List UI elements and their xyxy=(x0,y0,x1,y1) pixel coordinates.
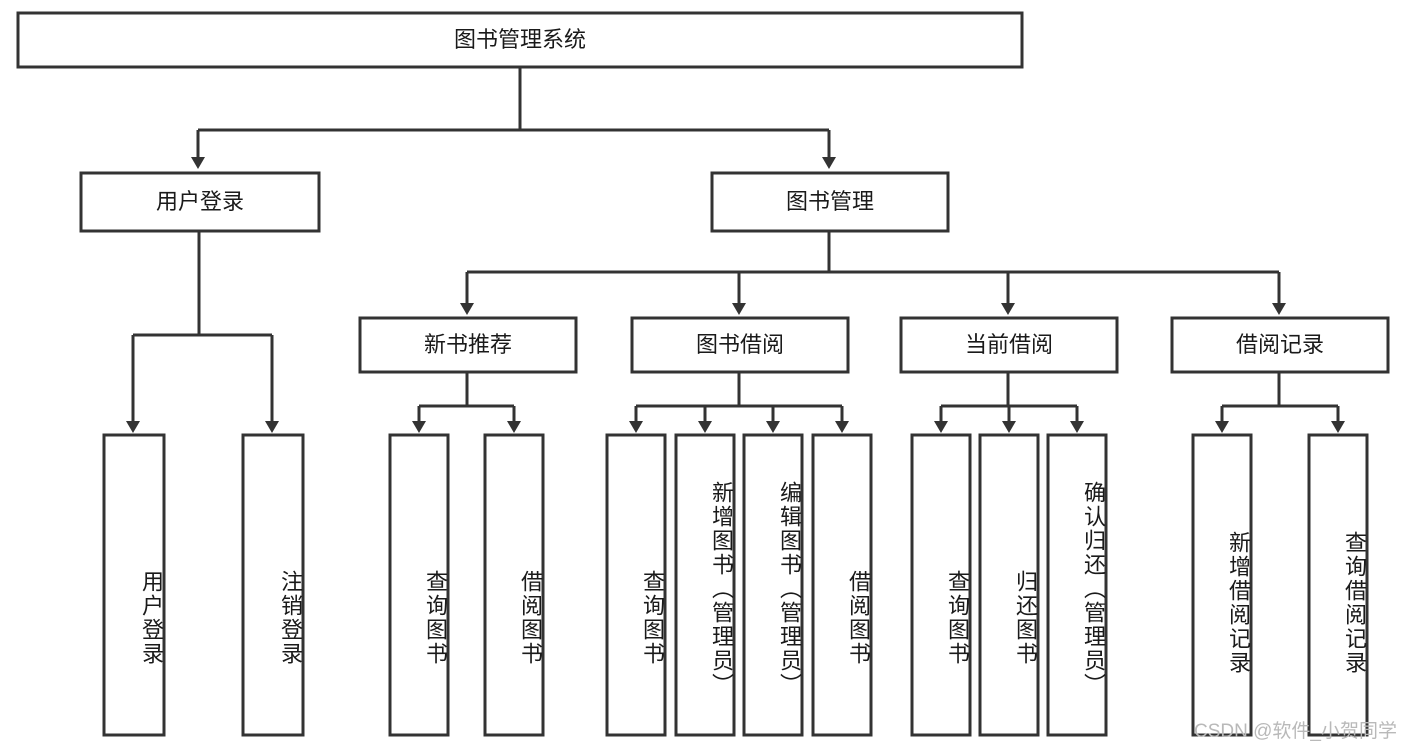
leaf-box-user-login-2[interactable] xyxy=(241,433,305,737)
node-root-box[interactable] xyxy=(16,11,1024,69)
leaf-box-new-book-2[interactable] xyxy=(483,433,545,737)
node-user-login-label: 用户登录 xyxy=(156,189,244,214)
leaf-box-current-borrow-3[interactable] xyxy=(1046,433,1108,737)
node-new-book-recommend-label: 新书推荐 xyxy=(424,332,512,357)
leaf-box-borrow-record-2[interactable] xyxy=(1307,433,1369,737)
leaf-box-book-borrow-3[interactable] xyxy=(742,433,804,737)
node-book-manage-box[interactable] xyxy=(710,171,950,233)
node-borrow-record-box[interactable] xyxy=(1170,316,1390,374)
leaf-box-borrow-record-1[interactable] xyxy=(1191,433,1253,737)
leaf-box-current-borrow-1[interactable] xyxy=(910,433,972,737)
leaf-box-user-login-1[interactable] xyxy=(102,433,166,737)
node-current-borrow-box[interactable] xyxy=(899,316,1119,374)
node-book-manage-label: 图书管理 xyxy=(786,189,874,214)
leaf-box-book-borrow-4[interactable] xyxy=(811,433,873,737)
node-new-book-recommend-box[interactable] xyxy=(358,316,578,374)
leaf-box-book-borrow-2[interactable] xyxy=(674,433,736,737)
node-book-borrow-label: 图书借阅 xyxy=(696,332,784,357)
node-borrow-record-label: 借阅记录 xyxy=(1236,332,1324,357)
node-current-borrow-label: 当前借阅 xyxy=(965,332,1053,357)
leaf-box-current-borrow-2[interactable] xyxy=(978,433,1040,737)
node-root-label: 图书管理系统 xyxy=(454,27,586,52)
leaf-box-book-borrow-1[interactable] xyxy=(605,433,667,737)
csdn-watermark: CSDN @软件_小贺同学 xyxy=(1194,721,1397,742)
node-book-borrow-box[interactable] xyxy=(630,316,850,374)
leaf-box-new-book-1[interactable] xyxy=(388,433,450,737)
